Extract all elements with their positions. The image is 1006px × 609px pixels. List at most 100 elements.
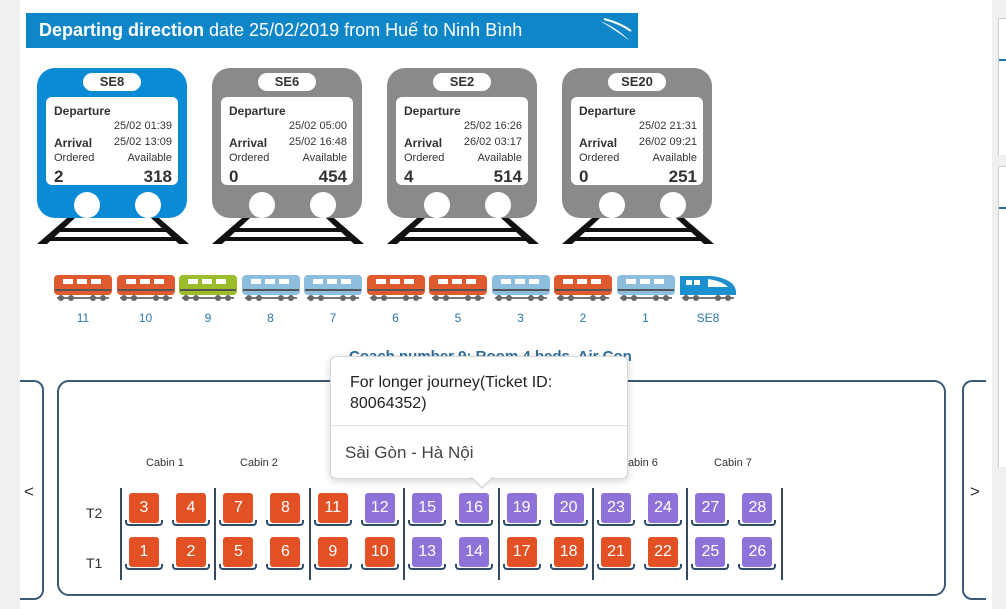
seat-tooltip: For longer journey(Ticket ID: 80064352) … [330, 356, 628, 489]
seat-20[interactable]: 20 [553, 493, 584, 523]
seat-15[interactable]: 15 [412, 493, 443, 523]
coach-5[interactable] [428, 273, 490, 303]
seat-28[interactable]: 28 [742, 493, 773, 523]
coach-11[interactable] [53, 273, 115, 303]
seat-6[interactable]: 6 [270, 537, 301, 567]
coach-3[interactable] [491, 273, 553, 303]
info-ordered: 0 [229, 167, 239, 186]
rail-track-icon [387, 218, 539, 244]
rail-track-icon [562, 218, 714, 244]
coach-label: 9 [204, 311, 212, 325]
direction-details: date 25/02/2019 from Huế to Ninh Bình [204, 20, 523, 40]
seat-23[interactable]: 23 [601, 493, 631, 523]
seat-25[interactable]: 25 [695, 537, 726, 567]
seat-9[interactable]: 9 [317, 537, 348, 567]
seat-19[interactable]: 19 [506, 493, 537, 523]
coach-2[interactable] [553, 273, 615, 303]
info-arrival: 26/02 09:21 [638, 136, 697, 148]
coach-label: 7 [329, 311, 337, 325]
seat-base [738, 564, 777, 570]
locomotive[interactable] [678, 273, 740, 303]
coach-label: 3 [517, 311, 524, 325]
coach-1[interactable] [616, 273, 678, 303]
tooltip-heading: For longer journey(Ticket ID: 80064352) [350, 374, 553, 412]
coach-9[interactable] [178, 273, 240, 303]
seat-base [691, 564, 730, 570]
direction-title: Departing direction [39, 20, 205, 40]
seat-base [549, 564, 588, 570]
airline-logo-icon [600, 18, 632, 41]
seat-11[interactable]: 11 [317, 493, 348, 523]
seat-14[interactable]: 14 [459, 537, 490, 567]
seat-12[interactable]: 12 [364, 493, 395, 523]
seat-26[interactable]: 26 [742, 537, 773, 567]
seat-16[interactable]: 16 [459, 493, 490, 523]
coach-car-icon [54, 275, 112, 301]
info-ordered: 4 [404, 167, 414, 186]
coach-10[interactable] [116, 273, 178, 303]
coach-label: 11 [76, 311, 90, 325]
seat-2[interactable]: 2 [176, 537, 206, 567]
seat-1[interactable]: 1 [129, 537, 159, 567]
info-arrival: 26/02 03:17 [463, 136, 522, 148]
seat-10[interactable]: 10 [364, 537, 395, 567]
train-wheel [485, 192, 511, 218]
cabin-label: Cabin 6 [620, 457, 658, 469]
coach-6[interactable] [366, 273, 428, 303]
coach-car-icon [554, 275, 612, 301]
train-wheel [310, 192, 336, 218]
info-ordered-label: Ordered [579, 152, 620, 164]
seat-21[interactable]: 21 [601, 537, 631, 567]
seat-base [597, 520, 635, 526]
info-ordered-label: Ordered [54, 152, 95, 164]
seat-base [266, 564, 305, 570]
coach-7[interactable] [303, 273, 365, 303]
seat-base [313, 564, 352, 570]
info-departure-label: Departure [579, 104, 636, 118]
cabin-label: Cabin 2 [240, 457, 278, 469]
train-wheel [660, 192, 686, 218]
info-available-label: Available [302, 152, 347, 164]
seat-base [408, 520, 447, 526]
seat-5[interactable]: 5 [223, 537, 254, 567]
next-coach-button[interactable]: > [962, 380, 986, 600]
coach-car-icon [241, 275, 300, 301]
cabin-divider [780, 488, 783, 580]
tooltip-arrow [471, 476, 493, 487]
seat-base [738, 520, 777, 526]
coach-label: 8 [267, 311, 274, 325]
train-code: SE2 [433, 73, 491, 91]
seat-24[interactable]: 24 [648, 493, 678, 523]
cabin-divider [686, 488, 689, 580]
coach-8[interactable] [241, 273, 303, 303]
info-arrival: 25/02 13:09 [113, 136, 172, 148]
side-widget-top [998, 18, 1006, 155]
seat-7[interactable]: 7 [223, 493, 254, 523]
info-ordered: 2 [54, 167, 64, 186]
seat-4[interactable]: 4 [176, 493, 206, 523]
coach-car-icon [429, 275, 487, 301]
coach-label: 6 [392, 311, 399, 325]
seat-8[interactable]: 8 [270, 493, 301, 523]
prev-coach-button[interactable]: < [20, 380, 44, 600]
coach-car-icon [179, 275, 237, 301]
seat-18[interactable]: 18 [553, 537, 584, 567]
seat-22[interactable]: 22 [648, 537, 678, 567]
seat-27[interactable]: 27 [695, 493, 726, 523]
train-wheel [135, 192, 161, 218]
info-departure-label: Departure [54, 104, 111, 118]
train-code: SE20 [608, 73, 666, 91]
seat-17[interactable]: 17 [506, 537, 537, 567]
coach-car-icon [304, 275, 362, 301]
seat-3[interactable]: 3 [129, 493, 159, 523]
tooltip-route: Sài Gòn - Hà Nội [345, 443, 474, 462]
info-available-label: Available [652, 152, 697, 164]
seat-base [549, 520, 588, 526]
seat-13[interactable]: 13 [412, 537, 443, 567]
